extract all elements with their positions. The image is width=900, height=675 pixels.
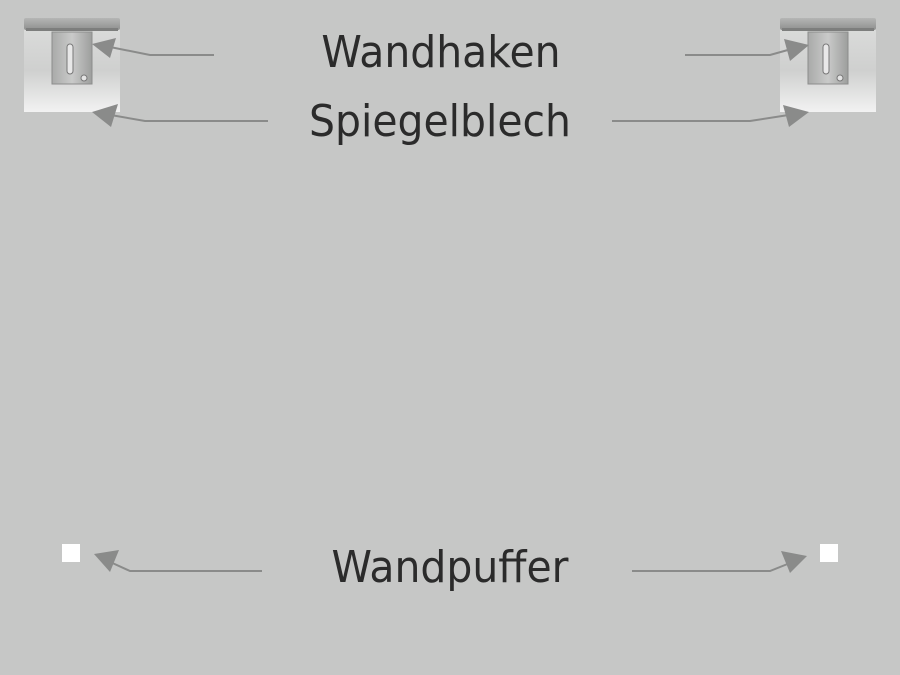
arrowhead <box>781 551 807 573</box>
wall-buffer-pad-icon <box>62 544 80 562</box>
hook-slot <box>822 43 830 75</box>
hook-top-edge <box>780 18 876 30</box>
label-mirror-plate: Spiegelblech <box>309 96 571 147</box>
hook-slot <box>66 43 74 75</box>
arrow-wall-buffer-left <box>107 560 262 572</box>
hook-screw-hole <box>836 74 844 82</box>
label-wall-buffer: Wandpuffer <box>331 542 569 593</box>
arrowhead <box>783 105 809 127</box>
wall-hook-bracket-icon <box>780 18 876 112</box>
arrow-wall-buffer-right <box>632 560 796 572</box>
arrow-mirror-plate-left <box>104 113 268 122</box>
hook-top-edge <box>24 18 120 30</box>
wall-hook-bracket-icon <box>24 18 120 112</box>
arrowhead <box>784 39 809 61</box>
arrowhead <box>92 104 118 127</box>
wall-buffer-pad-icon <box>820 544 838 562</box>
hook-screw-hole <box>80 74 88 82</box>
arrow-wall-hook-right <box>685 47 796 56</box>
label-wall-hook: Wandhaken <box>321 27 561 78</box>
arrow-wall-hook-left <box>109 46 214 56</box>
arrow-mirror-plate-right <box>612 113 796 122</box>
arrowhead <box>94 550 119 572</box>
arrowhead <box>92 38 116 58</box>
